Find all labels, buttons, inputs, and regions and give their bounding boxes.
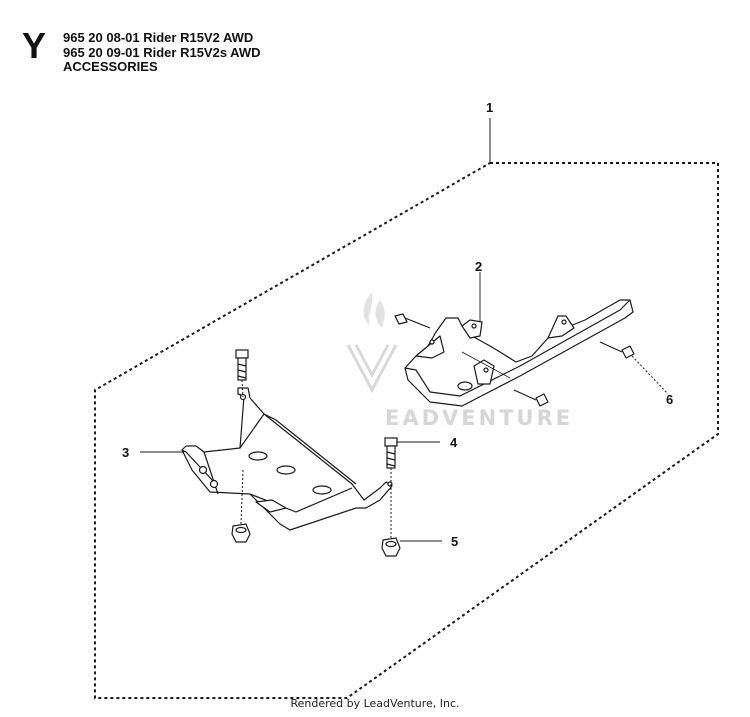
footer-credit: Rendered by LeadVenture, Inc. [290, 697, 460, 710]
left-bracket [181, 387, 393, 531]
leadventure-watermark: EADVENTURE [346, 292, 573, 430]
callout-5: 5 [451, 534, 458, 549]
callout-6: 6 [666, 392, 673, 407]
lock-nuts [231, 523, 401, 557]
header-titles: 965 20 08-01 Rider R15V2 AWD 965 20 09-0… [63, 30, 261, 75]
leader-lines [140, 272, 481, 542]
callout-1: 1 [486, 100, 493, 115]
section-title: ACCESSORIES [63, 59, 158, 74]
callout-2: 2 [475, 259, 482, 274]
callout-4: 4 [450, 435, 458, 450]
assembly-lines [240, 355, 669, 538]
model-line-2: 965 20 09-01 Rider R15V2s AWD [63, 44, 261, 60]
right-bracket [394, 299, 635, 407]
kit-outline [94, 162, 719, 699]
section-letter: Y [22, 25, 47, 66]
watermark-text: EADVENTURE [385, 406, 573, 430]
hex-bolts [235, 349, 398, 469]
callout-3: 3 [122, 445, 129, 460]
model-line-1: 965 20 08-01 Rider R15V2 AWD [63, 30, 254, 45]
